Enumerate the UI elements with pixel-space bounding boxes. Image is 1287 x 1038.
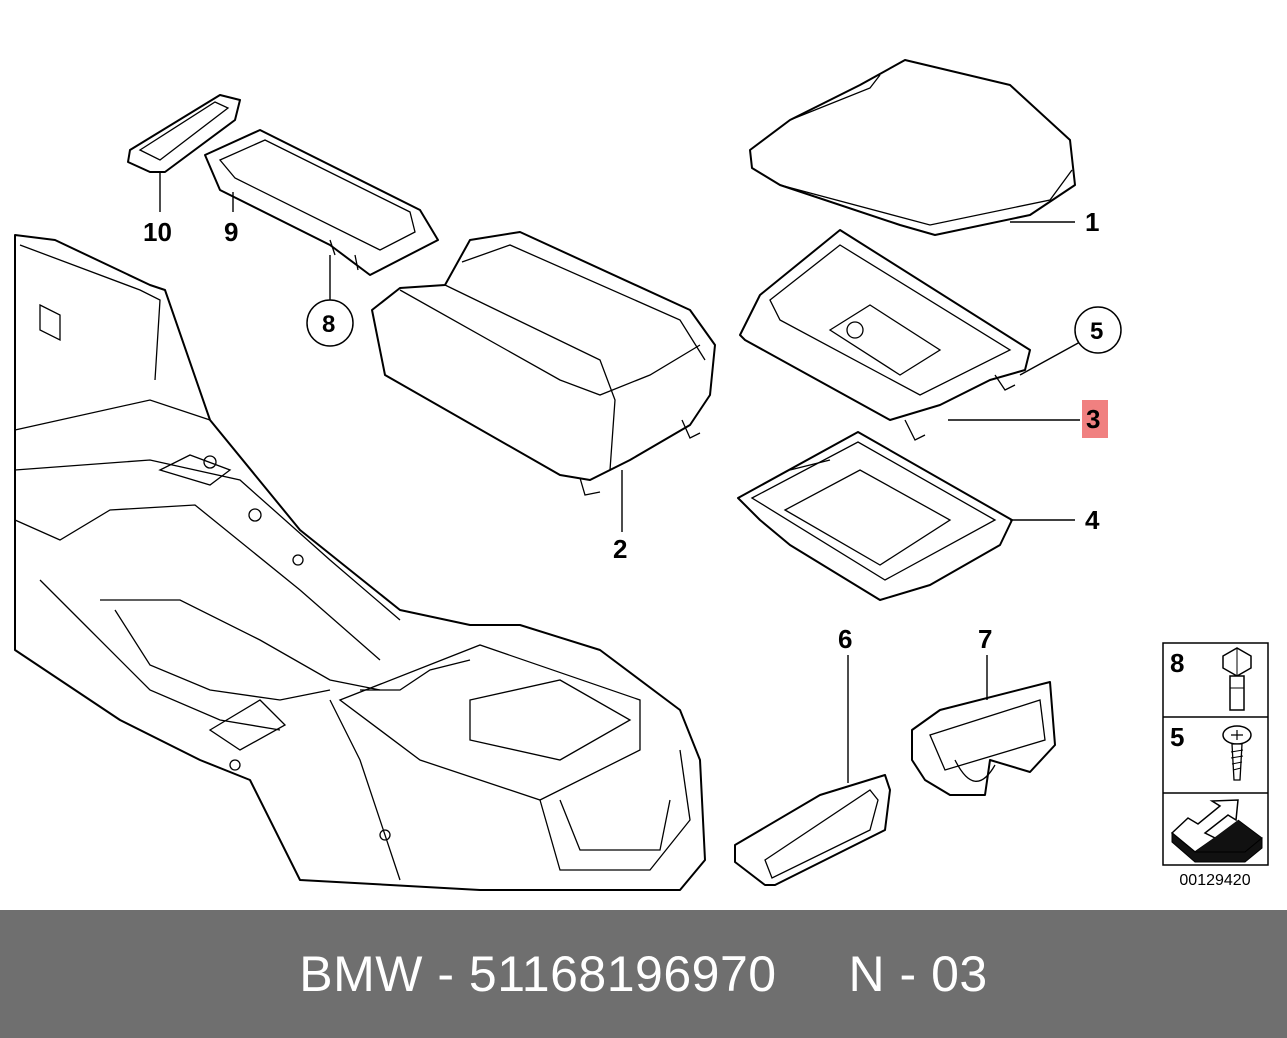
banner-text: BMW - 51168196970 N - 03 [299,946,988,1002]
callouts: 1 2 3 4 5 6 7 8 9 10 [143,207,1122,654]
part-2-illustration [371,231,716,496]
leader-lines [159,172,1081,783]
part-10-illustration [127,94,241,173]
part-9-illustration [204,129,439,276]
legend-label-5: 5 [1170,722,1184,752]
part-7-illustration [911,681,1056,796]
drawing-number: 00129420 [1179,872,1250,889]
callout-9: 9 [224,217,238,247]
part-4-illustration [737,431,1013,601]
part-6-illustration [734,774,891,886]
callout-7: 7 [978,624,992,654]
center-console-illustration [14,234,706,891]
callout-5-circle [1074,306,1122,354]
part-1-illustration [749,59,1076,236]
callout-8: 8 [322,311,335,338]
callout-10: 10 [143,217,172,247]
legend-label-8: 8 [1170,648,1184,678]
callout-3: 3 [1086,404,1100,434]
callout-2: 2 [613,534,627,564]
hex-bolt-icon [1222,647,1252,711]
part-number-banner: BMW - 51168196970 N - 03 [0,910,1287,1038]
direction-arrow-icon [1170,799,1263,863]
parts-diagram: 1 2 3 4 5 6 7 8 9 10 8 5 [14,59,1269,891]
callout-8-circle [306,299,354,347]
callout-4: 4 [1085,505,1100,535]
callout-1: 1 [1085,207,1099,237]
screw-icon [1222,725,1252,781]
part-3-illustration [739,229,1031,441]
callout-6: 6 [838,624,852,654]
callout-3-highlight [1082,400,1108,438]
callout-5: 5 [1090,318,1103,345]
fastener-legend: 8 5 [1162,642,1269,866]
